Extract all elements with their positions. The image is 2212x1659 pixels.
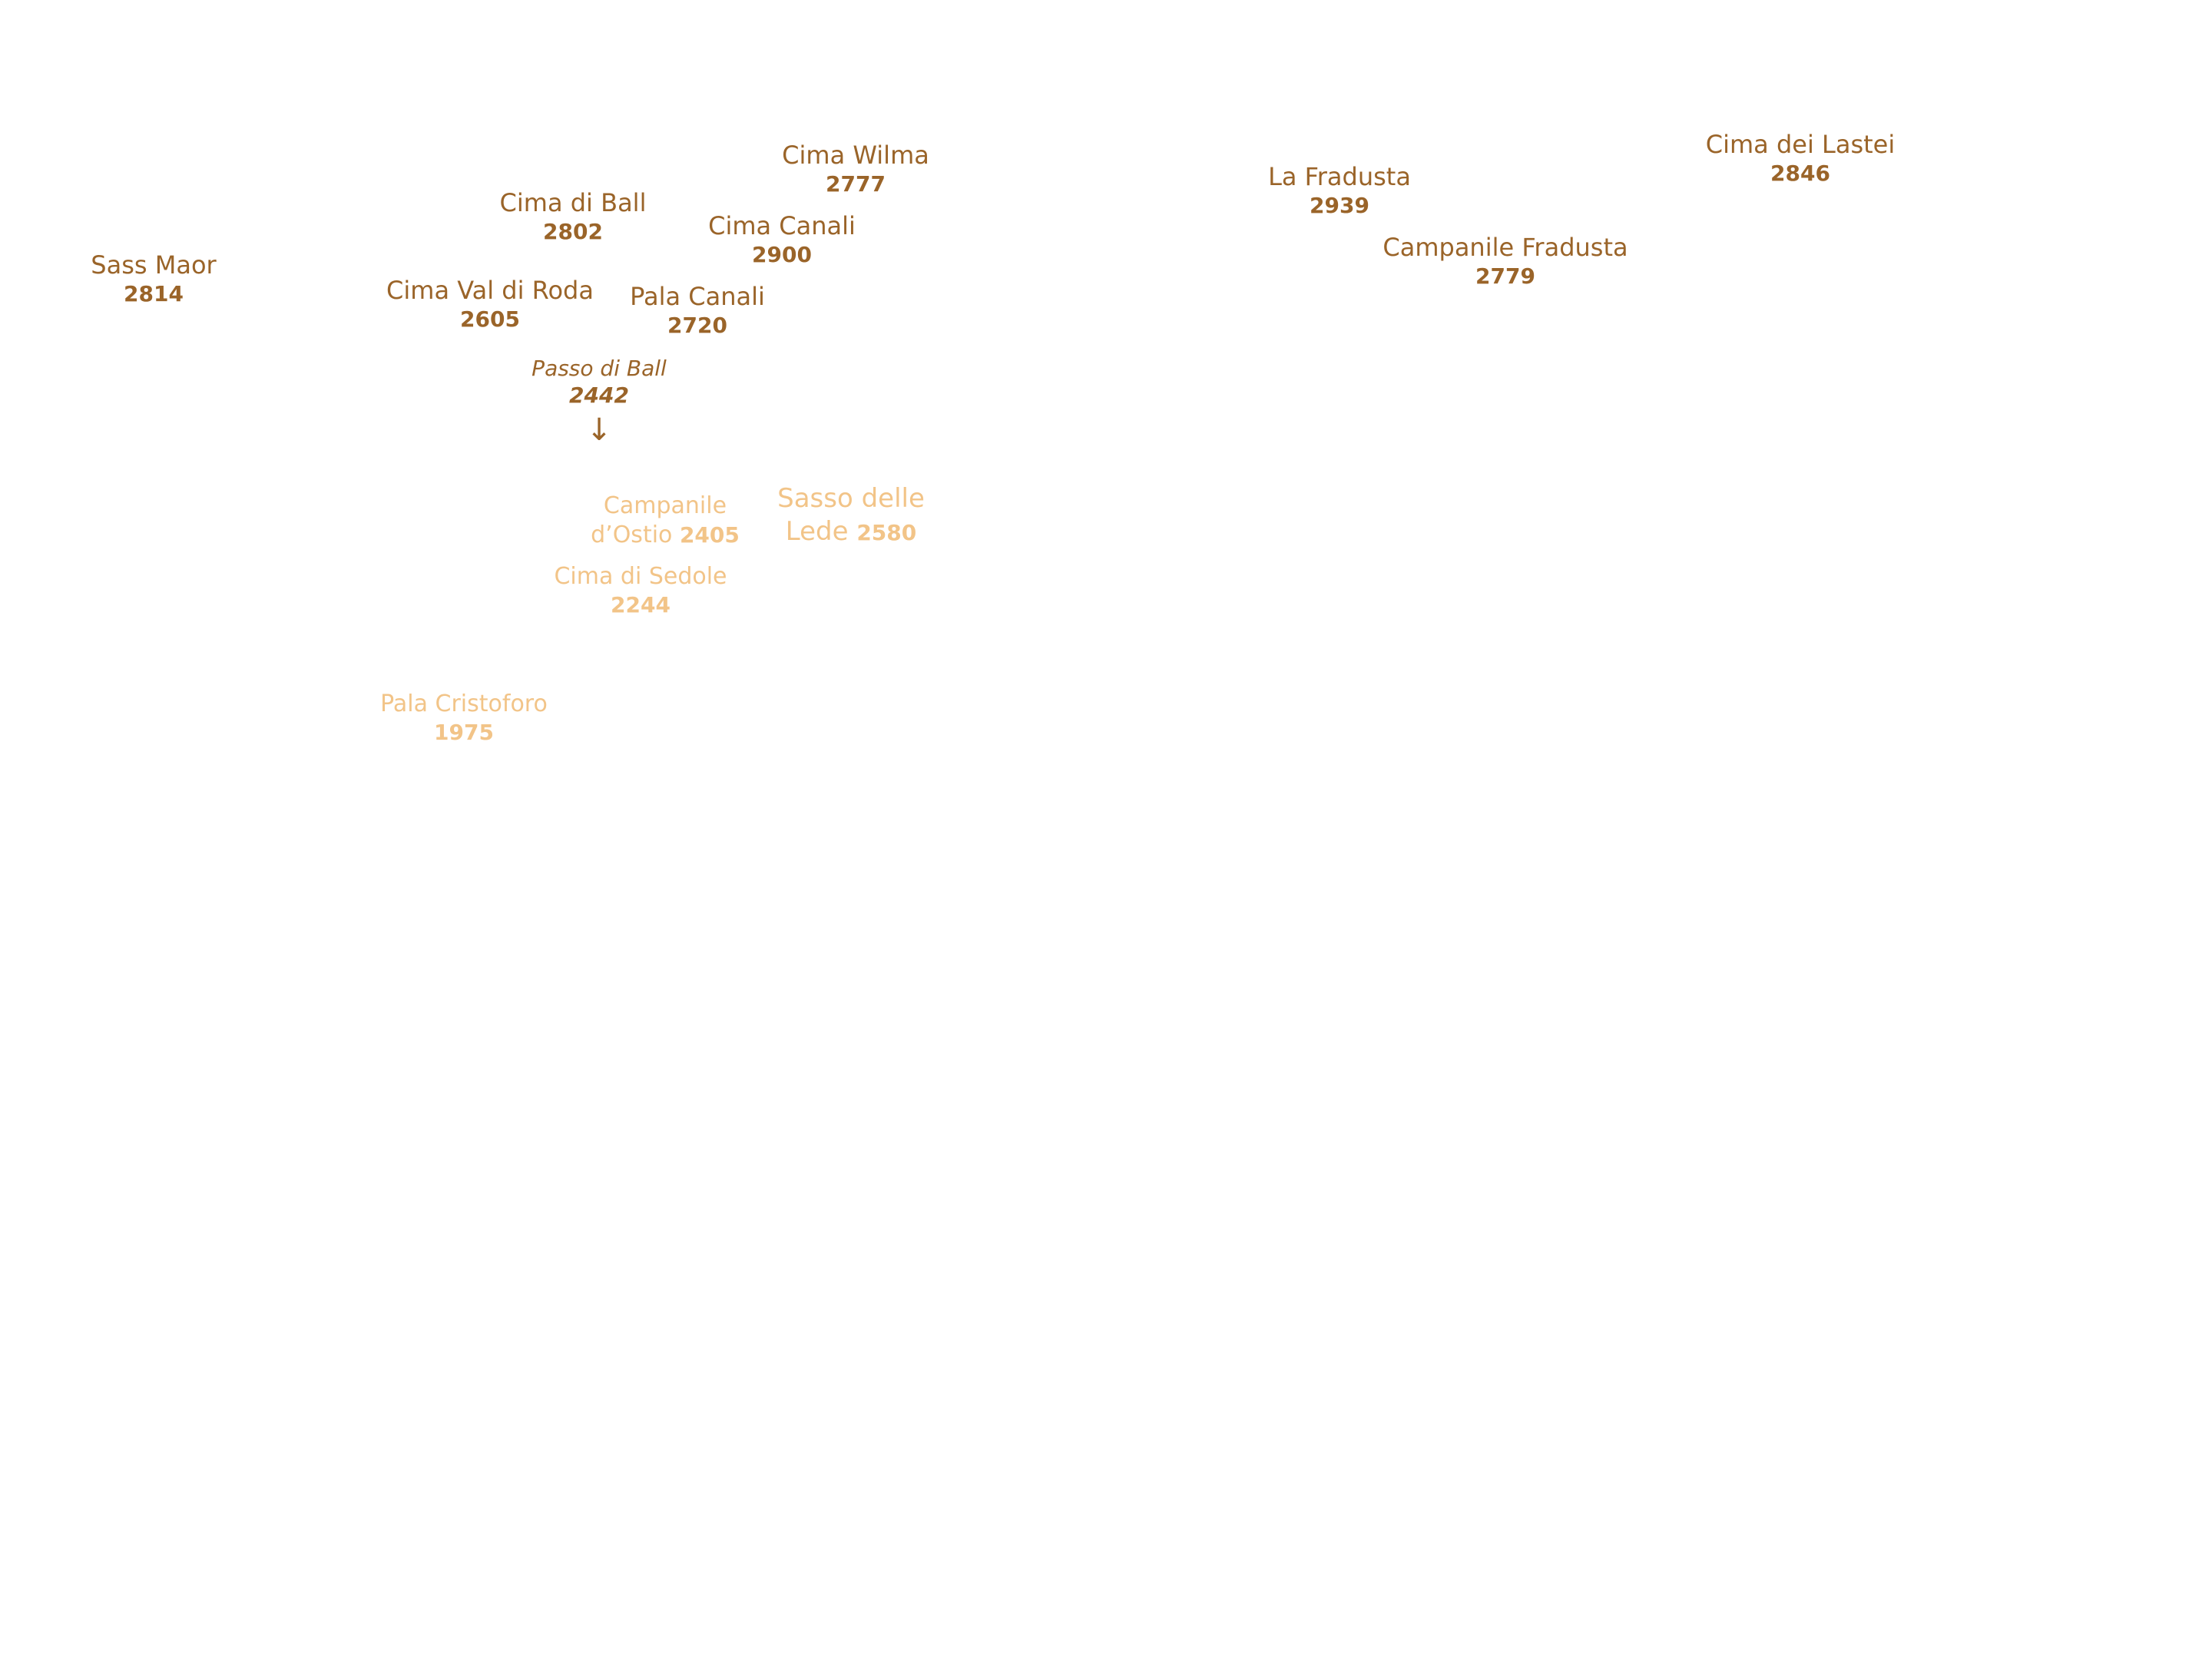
peak-elevation: 2939 bbox=[1310, 193, 1369, 218]
peak-name: Sass Maor bbox=[91, 250, 217, 280]
peak-label-cima-wilma: Cima Wilma 2777 bbox=[782, 140, 929, 197]
peak-elevation: 2779 bbox=[1475, 263, 1535, 289]
peak-label-cima-canali: Cima Canali 2900 bbox=[708, 210, 856, 268]
peak-name: La Fradusta bbox=[1268, 162, 1411, 191]
peak-name: Cima Wilma bbox=[782, 141, 929, 170]
peak-elevation: 2720 bbox=[667, 313, 727, 338]
peak-name-line2: d’Ostio bbox=[591, 521, 673, 548]
down-arrow-icon: ↓ bbox=[586, 412, 612, 448]
peak-label-sass-maor: Sass Maor 2814 bbox=[91, 250, 216, 307]
peak-elevation: 2244 bbox=[611, 591, 671, 618]
pass-elevation: 2442 bbox=[569, 382, 629, 408]
peak-label-cima-dei-lastei: Cima dei Lastei 2846 bbox=[1706, 129, 1895, 187]
peak-elevation: 2814 bbox=[124, 281, 184, 306]
peak-label-pala-cristoforo: Pala Cristoforo 1975 bbox=[380, 690, 548, 746]
pass-name: Passo di Ball bbox=[531, 356, 667, 381]
peak-label-cima-val-di-roda: Cima Val di Roda 2605 bbox=[386, 275, 594, 333]
peak-name: Cima Canali bbox=[708, 211, 856, 240]
peak-label-cima-di-sedole: Cima di Sedole 2244 bbox=[554, 562, 727, 618]
peak-name: Cima Val di Roda bbox=[386, 276, 594, 305]
peak-elevation: 2846 bbox=[1770, 161, 1830, 186]
peak-label-campanile-dostio: Campanile d’Ostio 2405 bbox=[591, 492, 740, 549]
peak-elevation: 2605 bbox=[460, 306, 520, 332]
peak-label-cima-di-ball: Cima di Ball 2802 bbox=[500, 187, 647, 245]
peak-name: Cima dei Lastei bbox=[1705, 130, 1896, 159]
peak-name-line2-row: Lede 2580 bbox=[777, 515, 925, 548]
peak-elevation: 2405 bbox=[679, 522, 740, 548]
peak-name: Pala Canali bbox=[630, 282, 765, 311]
peak-name: Cima di Ball bbox=[499, 188, 647, 217]
peak-elevation: 2900 bbox=[752, 242, 812, 267]
pass-label-passo-di-ball: Passo di Ball 2442 bbox=[531, 355, 667, 409]
peak-label-pala-canali: Pala Canali 2720 bbox=[630, 281, 765, 339]
peak-name: Pala Cristoforo bbox=[380, 690, 548, 717]
peak-label-la-fradusta: La Fradusta 2939 bbox=[1268, 161, 1411, 219]
peak-elevation: 2777 bbox=[826, 171, 886, 197]
peak-name-line1: Campanile bbox=[603, 492, 727, 519]
peak-name-line2-row: d’Ostio 2405 bbox=[591, 521, 740, 550]
peak-label-campanile-fradusta: Campanile Fradusta 2779 bbox=[1382, 232, 1628, 290]
peak-name-line1: Sasso delle bbox=[777, 483, 925, 514]
peak-label-sasso-delle-lede: Sasso delle Lede 2580 bbox=[777, 482, 925, 548]
peak-name-line2: Lede bbox=[785, 515, 849, 547]
peak-elevation: 2580 bbox=[856, 519, 917, 545]
peak-elevation: 2802 bbox=[543, 219, 603, 244]
peak-name: Campanile Fradusta bbox=[1382, 233, 1628, 262]
peak-elevation: 1975 bbox=[434, 719, 494, 745]
peak-name: Cima di Sedole bbox=[554, 563, 727, 590]
